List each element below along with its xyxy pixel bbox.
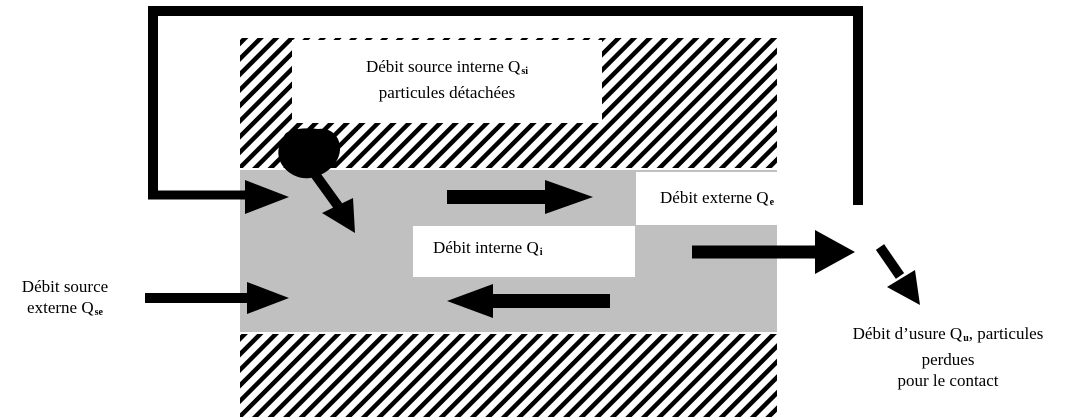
internal-source-line1: Débit source interne Q bbox=[365, 57, 521, 76]
particle-arrow-head bbox=[322, 198, 355, 233]
internal-source-subscript: si bbox=[521, 66, 529, 77]
external-source-line2: externe Q bbox=[27, 298, 94, 317]
outflow-arrowhead bbox=[815, 230, 855, 274]
external-source-label: Débit source externe Qse bbox=[2, 276, 128, 323]
wear-flow-line3: pour le contact bbox=[897, 371, 999, 390]
wear-flow-line1b: , particules bbox=[968, 324, 1044, 343]
internal-flow-text: Débit interne Q bbox=[433, 238, 539, 257]
wear-flow-label: Débit d’usure Qu, particules perdues pou… bbox=[814, 323, 1082, 391]
recirculation-loop bbox=[148, 6, 863, 205]
wear-flow-arrowhead bbox=[887, 270, 920, 305]
loop-return-arrow bbox=[245, 180, 289, 214]
external-flow-subscript: e bbox=[769, 197, 775, 208]
internal-source-label-box bbox=[292, 40, 602, 123]
wear-flow-line2: perdues bbox=[921, 350, 975, 369]
external-flow-label-box bbox=[636, 172, 852, 225]
particle-arrow-shaft bbox=[307, 167, 343, 209]
internal-flow-label: Débit interne Qi bbox=[433, 237, 543, 263]
wear-flow-shaft bbox=[875, 244, 905, 279]
internal-flow-label-box bbox=[413, 226, 635, 277]
external-source-line1: Débit source bbox=[21, 277, 109, 296]
internal-flow-arrowhead bbox=[447, 284, 493, 318]
external-flow-label: Débit externe Qe bbox=[660, 187, 774, 213]
lower-solid-hatched bbox=[240, 334, 777, 417]
wear-flow-subscript: u bbox=[963, 333, 969, 344]
detached-particle bbox=[278, 128, 341, 179]
external-flow-arrowhead bbox=[545, 180, 593, 214]
internal-flow-subscript: i bbox=[539, 247, 543, 258]
internal-source-label: Débit source interne Qsi particules déta… bbox=[292, 56, 602, 103]
external-source-subscript: se bbox=[94, 307, 103, 318]
wear-flow-line1a: Débit d’usure Q bbox=[852, 324, 963, 343]
external-source-arrowhead bbox=[247, 282, 289, 314]
external-flow-text: Débit externe Q bbox=[660, 188, 769, 207]
internal-source-line2: particules détachées bbox=[378, 83, 516, 102]
